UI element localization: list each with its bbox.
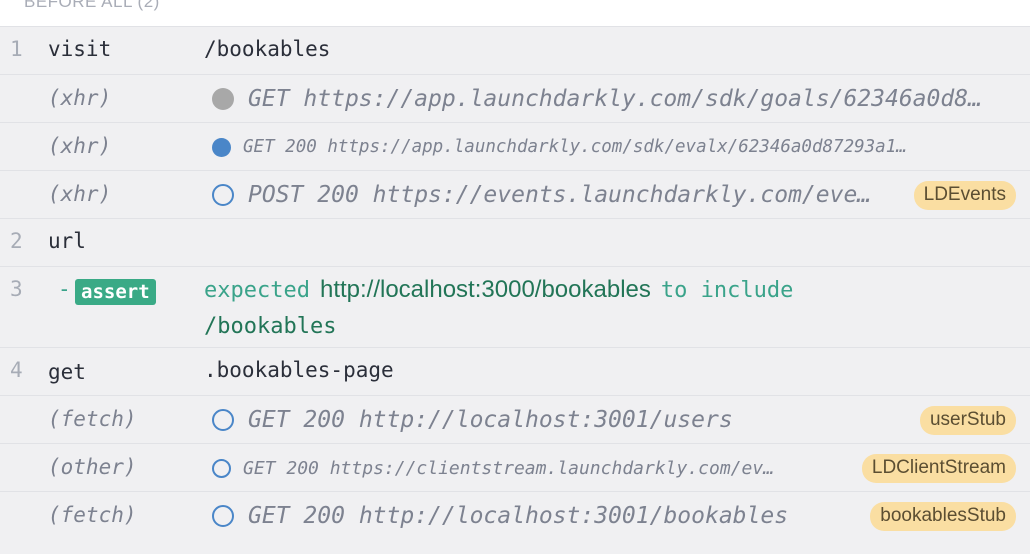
request-status: 200 (285, 137, 317, 157)
request-row[interactable]: (xhr) GET 200 https://app.launchdarkly.c… (0, 122, 1030, 170)
command-name: get (48, 360, 86, 384)
request-method: GET (243, 457, 276, 479)
alias-badge[interactable]: LDClientStream (861, 453, 1016, 483)
command-number: 4 (10, 358, 23, 382)
request-method: GET (248, 503, 290, 529)
assert-path: /bookables (204, 314, 337, 339)
request-url: https://app.launchdarkly.com/sdk/evalx/6… (327, 137, 907, 157)
request-row[interactable]: (fetch) GET 200 http://localhost:3001/us… (0, 395, 1030, 443)
command-row-visit[interactable]: 1 visit /bookables (0, 26, 1030, 74)
request-row[interactable]: (xhr) POST 200 https://events.launchdark… (0, 170, 1030, 218)
assert-badge: assert (75, 279, 156, 305)
request-type: (fetch) (48, 407, 137, 431)
alias-badge[interactable]: userStub (919, 405, 1016, 435)
alias-badge[interactable]: bookablesStub (870, 501, 1016, 531)
request-url: https://clientstream.launchdarkly.com/ev… (329, 457, 775, 479)
command-number: 2 (10, 229, 23, 253)
hook-header[interactable]: ▾ BEFORE ALL (2) (0, 0, 1030, 26)
assert-dash: - (58, 277, 71, 301)
blue-ring-icon (212, 409, 234, 431)
request-type: (xhr) (48, 86, 112, 110)
request-status: 200 (303, 407, 345, 433)
command-name: visit (48, 37, 112, 61)
command-row-assert[interactable]: 3 - assert expected http://localhost:3000… (0, 266, 1030, 347)
request-url: http://localhost:3001/bookables (358, 503, 789, 529)
request-type: (other) (48, 455, 137, 479)
request-row[interactable]: (xhr) GET https://app.launchdarkly.com/s… (0, 74, 1030, 122)
assert-message: expected http://localhost:3000/bookables t… (204, 272, 1004, 345)
assert-expected-value: http://localhost:3000/bookables (319, 276, 651, 303)
caret-down-icon: ▾ (3, 0, 8, 2)
request-method: POST (248, 182, 304, 208)
request-row[interactable]: (other) GET 200 https://clientstream.lau… (0, 443, 1030, 491)
blue-filled-circle-icon (212, 137, 231, 157)
request-status: 200 (317, 182, 359, 208)
command-number: 3 (10, 277, 23, 301)
blue-ring-icon (212, 184, 234, 206)
request-method: GET (243, 137, 275, 157)
assert-mid-text: to include (660, 278, 794, 303)
request-url: http://localhost:3001/users (358, 407, 733, 433)
request-status: 200 (303, 503, 345, 529)
request-type: (xhr) (48, 134, 112, 158)
command-name: url (48, 229, 86, 253)
hook-title: BEFORE ALL (2) (24, 0, 160, 11)
command-row-get[interactable]: 4 get .bookables-page (0, 347, 1030, 395)
request-status: 200 (286, 457, 319, 479)
request-type: (fetch) (48, 503, 137, 527)
request-method: GET (248, 407, 290, 433)
request-row[interactable]: (fetch) GET 200 http://localhost:3001/bo… (0, 491, 1030, 554)
assert-prefix-text: expected (204, 278, 310, 303)
request-url: https://events.launchdarkly.com/eve… (372, 182, 872, 208)
request-url: https://app.launchdarkly.com/sdk/goals/6… (303, 86, 982, 112)
alias-badge[interactable]: LDEvents (913, 180, 1016, 210)
blue-ring-icon (212, 505, 234, 527)
command-message: .bookables-page (204, 358, 394, 382)
request-type: (xhr) (48, 182, 112, 206)
command-row-url[interactable]: 2 url (0, 218, 1030, 266)
request-method: GET (248, 86, 290, 112)
command-number: 1 (10, 37, 23, 61)
grey-filled-circle-icon (212, 88, 234, 110)
blue-ring-icon (212, 458, 231, 478)
command-message: /bookables (204, 37, 331, 61)
